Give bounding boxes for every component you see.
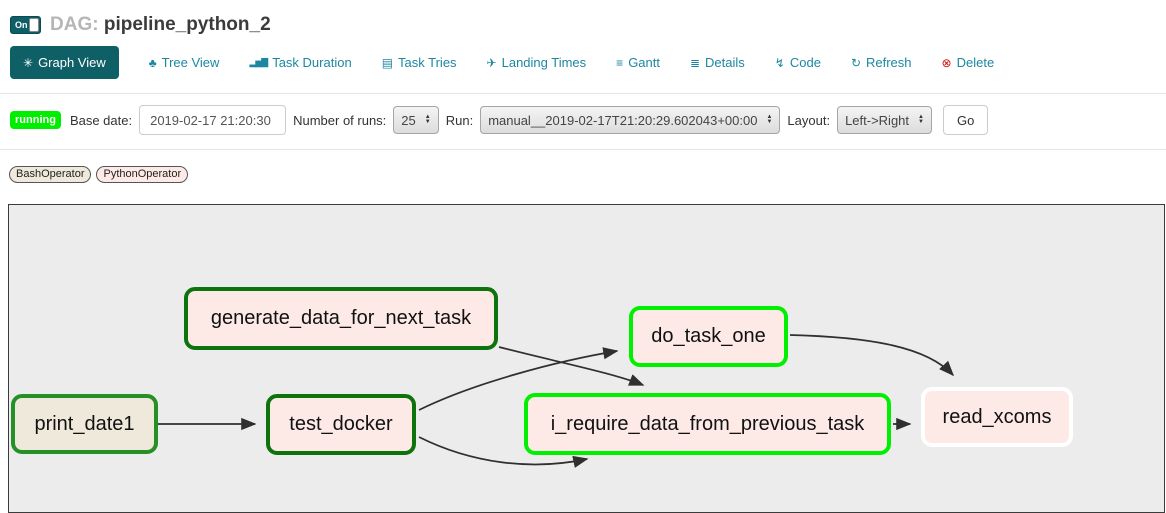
tab-label: Task Duration [272, 55, 352, 70]
layout-value: Left->Right [845, 112, 910, 128]
toggle-knob [29, 18, 39, 32]
tab-details[interactable]: ≣ Details [690, 55, 745, 70]
dag-name: pipeline_python_2 [103, 14, 271, 35]
edge-test_docker-to-i_require_data_from_previous_task [418, 436, 589, 468]
run-select[interactable]: manual__2019-02-17T21:20:29.602043+00:00… [480, 106, 781, 134]
num-runs-select[interactable]: 25 ▲▼ [393, 106, 439, 134]
tab-label: Delete [956, 55, 995, 70]
landing-times-icon: ✈ [486, 55, 497, 70]
toggle-on-label: On [15, 20, 28, 30]
layout-select[interactable]: Left->Right ▲▼ [837, 106, 932, 134]
code-icon: ↯ [774, 55, 785, 70]
tab-label: Landing Times [501, 55, 587, 70]
tab-label: Code [789, 55, 821, 70]
dag-graph-canvas[interactable]: generate_data_for_next_task print_date1 te… [8, 204, 1165, 513]
run-label: Run: [445, 112, 474, 128]
dag-edges [158, 334, 955, 468]
refresh-icon: ↻ [850, 55, 861, 70]
graph-controls: running Base date: Number of runs: 25 ▲▼… [10, 105, 1166, 135]
tab-gantt[interactable]: ≡ Gantt [616, 55, 660, 70]
task-tries-icon: ▤ [381, 55, 394, 70]
tab-landing-times[interactable]: ✈ Landing Times [487, 55, 587, 70]
base-date-label: Base date: [69, 112, 133, 128]
dag-pause-toggle[interactable]: On [10, 16, 41, 34]
task-node-read_xcoms[interactable]: read_xcoms [921, 387, 1073, 447]
tab-refresh[interactable]: ↻ Refresh [851, 55, 912, 70]
select-updown-icon: ▲▼ [424, 114, 431, 125]
task-node-test_docker[interactable]: test_docker [266, 394, 416, 455]
details-icon: ≣ [689, 55, 701, 70]
layout-label: Layout: [787, 112, 831, 128]
delete-icon: ⊗ [941, 55, 952, 70]
edge-test_docker-to-do_task_one [418, 347, 619, 411]
divider [0, 93, 1166, 94]
gantt-icon: ≡ [616, 55, 624, 70]
tab-label: Refresh [866, 55, 912, 70]
tab-label: Details [705, 55, 745, 70]
tab-task-duration[interactable]: ▂▅▇ Task Duration [249, 55, 351, 70]
tab-tree-view[interactable]: ♣ Tree View [149, 55, 220, 70]
tab-delete[interactable]: ⊗ Delete [942, 55, 995, 70]
task-node-do_task_one[interactable]: do_task_one [629, 306, 788, 367]
dag-view-tabs: ✳ Graph View ♣ Tree View ▂▅▇ Task Duration ▤ Ta… [10, 46, 1166, 79]
page-title: DAG: pipeline_python_2 [50, 14, 271, 36]
dag-header: On DAG: pipeline_python_2 [10, 14, 1166, 36]
tab-graph-view[interactable]: ✳ Graph View [10, 46, 119, 79]
dag-label: DAG: [50, 14, 99, 35]
edge-do_task_one-to-read_xcoms [789, 334, 955, 377]
base-date-input[interactable] [139, 105, 287, 135]
run-value: manual__2019-02-17T21:20:29.602043+00:00 [488, 112, 758, 128]
edge-generate_data_for_next_task-to-i_require_data_from_previous_task [498, 346, 645, 386]
tab-label: Gantt [628, 55, 660, 70]
tree-view-icon: ♣ [148, 55, 157, 70]
operator-badge-pythonoperator: PythonOperator [96, 166, 189, 183]
select-updown-icon: ▲▼ [918, 114, 924, 125]
operator-badge-bashoperator: BashOperator [9, 166, 92, 183]
num-runs-value: 25 [401, 112, 416, 128]
task-duration-icon: ▂▅▇ [249, 57, 268, 67]
tab-label: Tree View [161, 55, 220, 70]
dag-status-badge: running [10, 111, 61, 129]
divider [0, 149, 1166, 150]
go-button[interactable]: Go [942, 105, 989, 135]
task-node-print_date1[interactable]: print_date1 [11, 394, 158, 454]
task-node-generate_data_for_next_task[interactable]: generate_data_for_next_task [184, 287, 498, 350]
select-updown-icon: ▲▼ [766, 114, 773, 125]
tab-code[interactable]: ↯ Code [775, 55, 821, 70]
task-node-i_require_data_from_previous_task[interactable]: i_require_data_from_previous_task [524, 393, 891, 455]
graph-view-icon: ✳ [23, 55, 34, 70]
num-runs-label: Number of runs: [293, 112, 387, 128]
tab-task-tries[interactable]: ▤ Task Tries [382, 55, 457, 70]
tab-label: Graph View [38, 55, 106, 70]
tab-label: Task Tries [398, 55, 457, 70]
